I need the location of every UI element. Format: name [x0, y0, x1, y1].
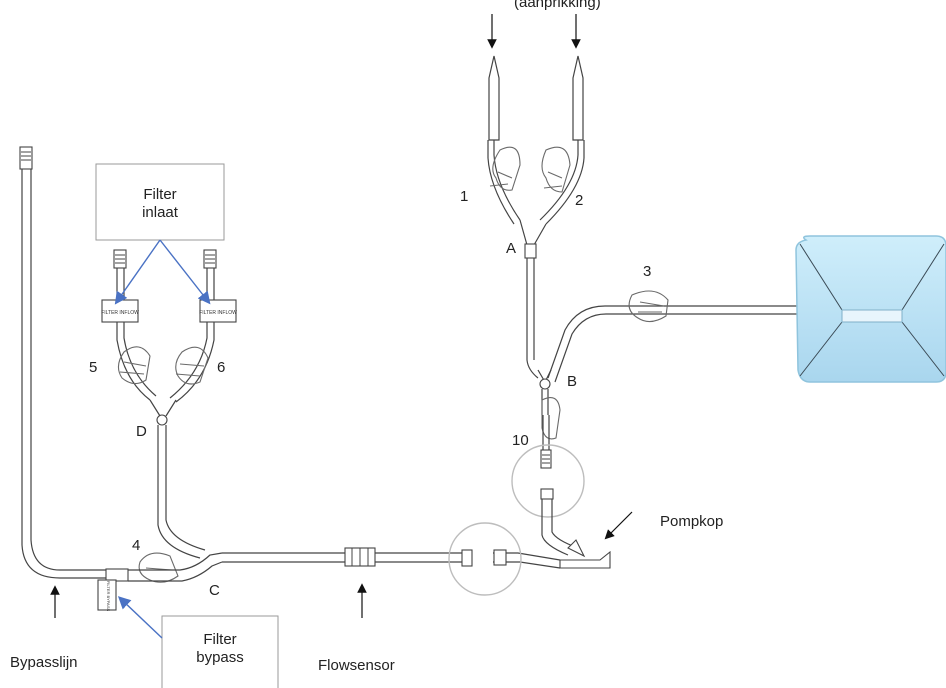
- clamp-2: [541, 146, 571, 193]
- label-D: D: [136, 423, 147, 440]
- filter-bypass-box: [161, 615, 279, 688]
- spike-left: [487, 55, 521, 225]
- filter-bypass-tag-text: FILTER BYPASS: [106, 581, 111, 612]
- filter-inflow-left: [101, 249, 157, 401]
- connector-circle-top: [511, 444, 585, 518]
- junction-D: [149, 399, 177, 440]
- clamp-10: [540, 397, 561, 469]
- label-A: A: [506, 240, 516, 257]
- filter-inflow-tag-left: FILTER INFLOW: [101, 310, 139, 316]
- label-10: 10: [512, 432, 529, 449]
- pump-head: [559, 539, 611, 569]
- blue-arrow-inlaat-right: [159, 239, 211, 305]
- connector-circle-bottom: [448, 522, 522, 596]
- clamp-3: [628, 290, 669, 323]
- clamp-5: [117, 346, 151, 385]
- filter-inlaat-line2: inlaat: [142, 204, 179, 221]
- label-B: B: [567, 373, 577, 390]
- arrow-pompkop: [604, 511, 633, 540]
- clamp-1: [489, 146, 521, 191]
- filter-inflow-tag-right: FILTER INFLOW: [199, 310, 237, 316]
- label-top-cut: (aanprikking): [514, 0, 601, 11]
- junction-C: [128, 440, 223, 582]
- bypass-line: [19, 146, 129, 611]
- spike-right: [539, 55, 585, 225]
- label-bypasslijn: Bypasslijn: [10, 654, 78, 671]
- fluid-bag: [795, 235, 946, 383]
- blue-arrow-bypass: [117, 596, 163, 639]
- label-C: C: [209, 582, 220, 599]
- junction-A: [519, 219, 547, 379]
- filter-bypass-line1: Filter: [203, 631, 236, 648]
- label-1: 1: [460, 188, 468, 205]
- filter-inflow-right: [169, 249, 237, 403]
- label-6: 6: [217, 359, 225, 376]
- filter-bypass-tag: [97, 579, 117, 611]
- label-3: 3: [643, 263, 651, 280]
- filter-inlaat-box: [95, 163, 225, 241]
- label-2: 2: [575, 192, 583, 209]
- label-5: 5: [89, 359, 97, 376]
- bag-line: [547, 290, 810, 383]
- label-4: 4: [132, 537, 140, 554]
- filter-inlaat-line1: Filter: [143, 186, 176, 203]
- clamp-4: [138, 552, 179, 583]
- clamp-6: [175, 346, 209, 385]
- label-pompkop: Pompkop: [660, 513, 723, 530]
- label-flowsensor: Flowsensor: [318, 657, 395, 674]
- main-line: [222, 547, 561, 569]
- blue-arrow-inlaat-left: [114, 239, 161, 305]
- filter-bypass-line2: bypass: [196, 649, 244, 666]
